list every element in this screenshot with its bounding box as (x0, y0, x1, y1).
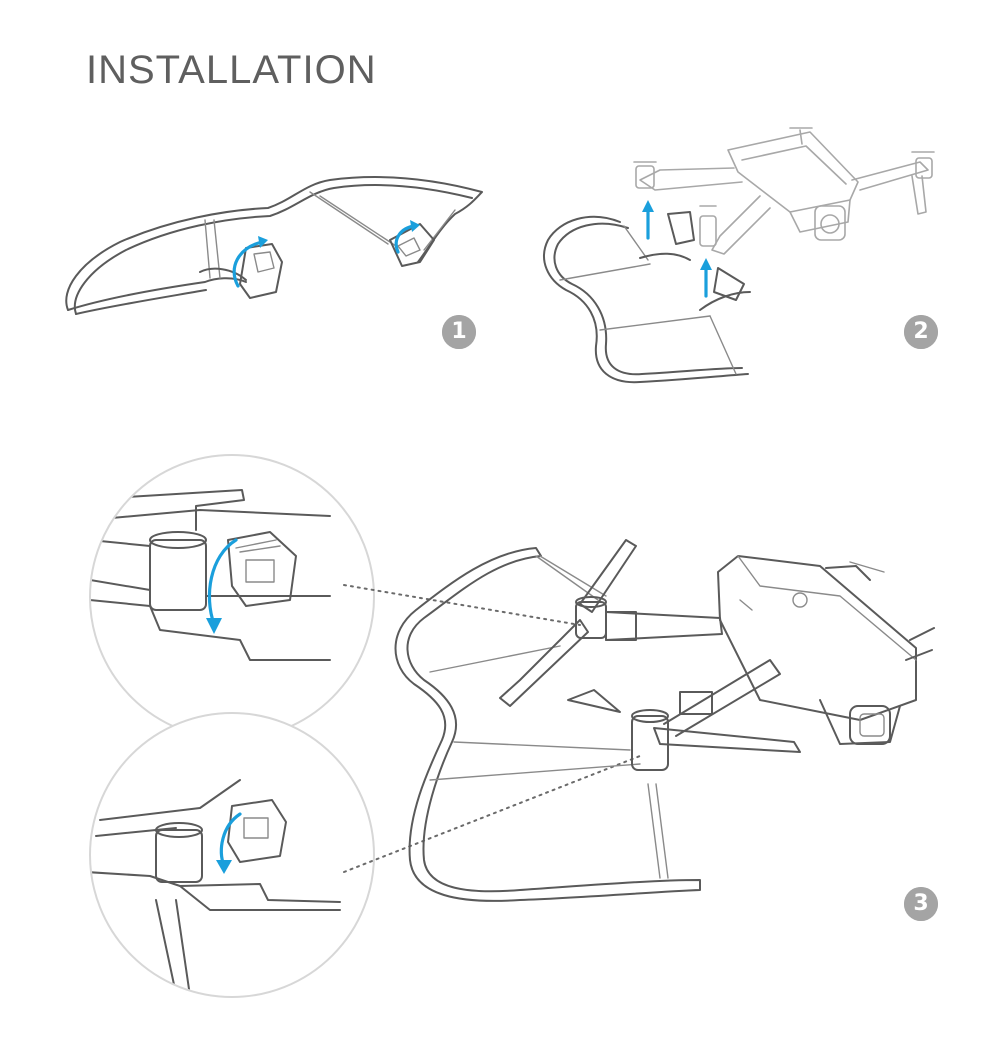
step-3-badge: 3 (904, 887, 938, 921)
page-title: INSTALLATION (86, 48, 377, 92)
step-1-propeller-guard (65, 176, 483, 315)
detail-circle-top (89, 454, 375, 740)
leader-line-bottom (343, 755, 641, 873)
detail-circle-bottom (89, 712, 375, 998)
leader-line-top (343, 584, 581, 626)
step-1-badge: 1 (442, 315, 476, 349)
step-2-badge: 2 (904, 315, 938, 349)
step-2-drone-and-guard (543, 127, 935, 384)
step-3-assembled-drone (394, 539, 935, 902)
